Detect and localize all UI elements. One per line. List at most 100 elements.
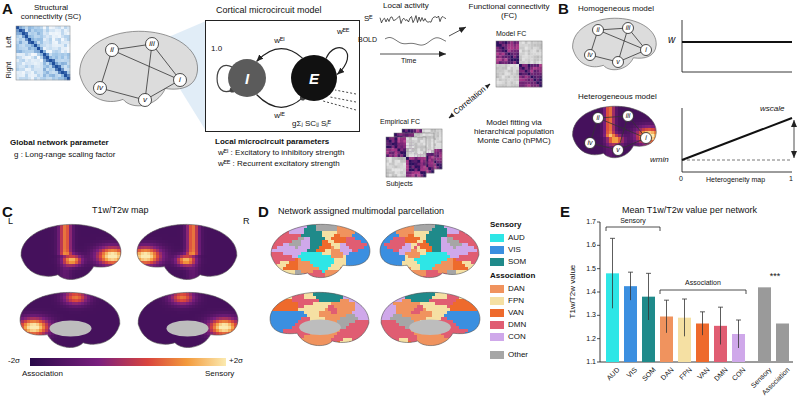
fc-matrix-cell <box>522 50 525 53</box>
fc-matrix-cell <box>415 166 418 169</box>
heterogeneous-line <box>682 118 792 160</box>
fc-matrix-cell <box>439 149 442 152</box>
drawing-part <box>591 161 594 164</box>
fc-matrix-cell <box>400 151 403 154</box>
drawing-part <box>585 155 588 158</box>
fc-matrix-cell <box>417 143 420 146</box>
fc-matrix-cell <box>436 163 439 166</box>
drawing-part <box>597 146 600 149</box>
drawing-part <box>87 234 90 237</box>
fc-matrix-cell <box>539 84 542 87</box>
drawing-part <box>639 125 642 128</box>
fc-matrix-cell <box>516 76 519 79</box>
drawing-part <box>615 119 618 122</box>
drawing-part <box>603 113 606 116</box>
drawing-part <box>33 222 36 225</box>
fc-matrix-cell <box>389 137 392 140</box>
sc-matrix-cell <box>40 68 43 71</box>
sc-matrix-cell <box>46 62 49 65</box>
fc-matrix-cell <box>420 157 423 160</box>
drawing-part <box>66 222 69 225</box>
drawing-part <box>606 161 609 164</box>
fc-matrix-cell <box>499 84 502 87</box>
fc-matrix-cell <box>415 143 418 146</box>
drawing-part <box>69 225 72 228</box>
fc-matrix-cell <box>436 158 439 161</box>
drawing-part <box>48 222 51 225</box>
sc-matrix-cell <box>34 41 37 44</box>
drawing-part <box>633 134 636 137</box>
region-marker <box>139 94 152 107</box>
drawing-part <box>591 155 594 158</box>
sc-matrix-cell <box>52 74 55 77</box>
drawing-part <box>576 137 579 140</box>
sc-matrix-cell <box>22 41 25 44</box>
drawing-part <box>627 149 630 152</box>
fc-matrix-cell <box>417 148 420 151</box>
region-marker <box>593 25 604 36</box>
sc-matrix-cell <box>28 74 31 77</box>
sc-matrix-cell <box>46 68 49 71</box>
fc-matrix-cell <box>412 140 415 143</box>
drawing-part <box>657 110 660 113</box>
fc-matrix-cell <box>531 47 534 50</box>
fc-matrix-cell <box>415 154 418 157</box>
drawing-part <box>84 228 87 231</box>
fc-matrix-cell <box>499 76 502 79</box>
fc-matrix-cell <box>415 140 418 143</box>
sc-matrix-cell <box>55 53 58 56</box>
drawing-part <box>651 146 654 149</box>
drawing-part <box>111 228 114 231</box>
sc-matrix-cell <box>52 53 55 56</box>
fc-matrix-cell <box>499 73 502 76</box>
sc-matrix-cell <box>28 29 31 32</box>
sc-matrix-cell <box>43 56 46 59</box>
fc-matrix-cell <box>389 163 392 166</box>
sc-matrix-cell <box>67 56 70 59</box>
sc-matrix-cell <box>49 62 52 65</box>
fc-matrix-cell <box>513 47 516 50</box>
drawing-part <box>594 104 597 107</box>
fc-matrix-cell <box>513 44 516 47</box>
sc-matrix-cell <box>19 29 22 32</box>
sc-matrix-cell <box>37 26 40 29</box>
drawing-part <box>96 231 99 234</box>
fc-matrix-cell <box>539 78 542 81</box>
time-axis <box>380 54 446 55</box>
fc-matrix-cell <box>505 76 508 79</box>
drawing-part <box>642 125 645 128</box>
drawing-part <box>39 222 42 225</box>
fc-matrix-cell <box>400 160 403 163</box>
drawing-part <box>600 149 603 152</box>
fc-matrix-cell <box>516 64 519 67</box>
sc-matrix-cell <box>28 65 31 68</box>
fc-matrix-cell <box>513 81 516 84</box>
fc-matrix-cell <box>508 53 511 56</box>
sc-matrix-cell <box>61 41 64 44</box>
fc-matrix-cell <box>510 64 513 67</box>
drawing-part <box>612 134 615 137</box>
fc-matrix-cell <box>525 58 528 61</box>
fc-matrix-cell <box>386 151 389 154</box>
sc-matrix-cell <box>64 44 67 47</box>
drawing-part <box>594 155 597 158</box>
drawing-part <box>576 110 579 113</box>
drawing-part <box>576 161 579 164</box>
sc-matrix-cell <box>25 62 28 65</box>
sc-matrix-cell <box>49 38 52 41</box>
drawing-part <box>576 152 579 155</box>
drawing-part <box>582 146 585 149</box>
drawing-part <box>657 140 660 143</box>
fc-matrix-cell <box>389 154 392 157</box>
drawing-part <box>600 137 603 140</box>
fc-matrix-cell <box>539 67 542 70</box>
fc-matrix-cell <box>406 143 409 146</box>
drawing-part <box>636 122 639 125</box>
sc-matrix-cell <box>61 59 64 62</box>
region-marker <box>585 138 596 149</box>
fc-matrix-cell <box>423 171 426 174</box>
fc-matrix-cell <box>439 135 442 138</box>
fc-matrix-cell <box>389 146 392 149</box>
sc-matrix-cell <box>19 74 22 77</box>
fc-matrix-cell <box>403 163 406 166</box>
